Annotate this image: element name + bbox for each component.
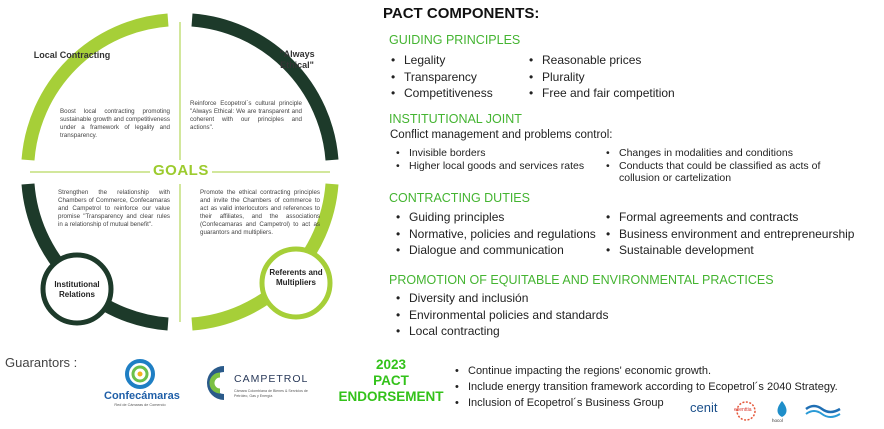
list-item: Business environment and entrepreneurshi… (606, 226, 854, 243)
pact-endorsement-label: 2023 PACT ENDORSEMENT (336, 357, 446, 405)
esenttia-icon (736, 401, 756, 421)
page-title: PACT COMPONENTS: (383, 5, 540, 22)
list-item: Invisible borders (396, 147, 584, 160)
pact-word: PACT (373, 373, 409, 388)
pact-year: 2023 (375, 357, 407, 372)
campetrol-logo: CAMPETROL Cámara Colombiana de Bienes & … (198, 363, 318, 413)
hocol-icon (777, 401, 787, 417)
institutional-relations-circle (40, 252, 114, 326)
quadrant-title-text: "Always Ethical" (279, 49, 315, 70)
institutional-relations-label: Institutional Relations (47, 280, 107, 300)
goals-diagram: Local Contracting "Always Ethical" Boost… (0, 0, 360, 350)
hocol-text: hocol (772, 418, 783, 423)
cenit-logo: cenit (690, 399, 717, 417)
guiding-principles-col1: Legality Transparency Competitiveness (391, 52, 493, 102)
goals-ring (21, 13, 339, 331)
list-item: Reasonable prices (529, 52, 675, 69)
campetrol-name: CAMPETROL (234, 373, 309, 385)
institutional-joint-col1: Invisible borders Higher local goods and… (396, 147, 584, 172)
list-item: Include energy transition framework acco… (455, 379, 838, 395)
waves-logo (804, 401, 844, 426)
pact-endorsement-word: ENDORSEMENT (338, 389, 444, 404)
quadrant-title-text: Local Contracting (33, 50, 111, 60)
confecamaras-logo: Confecámaras Red de Cámaras de Comercio (104, 357, 180, 413)
circle-label-text: Institutional Relations (54, 280, 100, 299)
list-item: Dialogue and communication (396, 242, 596, 259)
section-title-promotion: PROMOTION OF EQUITABLE AND ENVIRONMENTAL… (389, 273, 774, 287)
list-item: Formal agreements and contracts (606, 209, 854, 226)
list-item: Conducts that could be classified as act… (606, 160, 851, 185)
list-item: Local contracting (396, 323, 608, 340)
list-item: Competitiveness (391, 85, 493, 102)
waves-icon (805, 404, 841, 418)
confecamaras-icon (125, 359, 155, 389)
esenttia-logo: esenttia (732, 401, 760, 421)
confecamaras-sub: Red de Cámaras de Comercio (114, 403, 166, 407)
list-item: Legality (391, 52, 493, 69)
list-item: Diversity and inclusión (396, 290, 608, 307)
contracting-duties-col2: Formal agreements and contracts Business… (606, 209, 854, 259)
confecamaras-name: Confecámaras (104, 390, 180, 402)
section-title-guiding-principles: GUIDING PRINCIPLES (389, 33, 521, 47)
list-item: Guiding principles (396, 209, 596, 226)
ring-arc-top-left (21, 13, 169, 161)
list-item: Sustainable development (606, 242, 854, 259)
referents-label: Referents and Multipliers (268, 268, 324, 288)
goals-label: GOALS (153, 162, 209, 179)
contracting-duties-col1: Guiding principles Normative, policies a… (396, 209, 596, 259)
campetrol-sub: Cámara Colombiana de Bienes & Servicios … (234, 389, 308, 398)
list-item: Normative, policies and regulations (396, 226, 596, 243)
esenttia-text: esenttia (734, 407, 752, 413)
list-item: Inclusion of Ecopetrol´s Business Group (455, 395, 838, 411)
endorsement-list: Continue impacting the regions' economic… (455, 363, 838, 411)
list-item: Free and fair competition (529, 85, 675, 102)
quadrant-text-institutional: Strengthen the relationship with Chamber… (58, 189, 170, 228)
quadrant-title-local: Local Contracting (32, 50, 112, 61)
institutional-joint-subtitle: Conflict management and problems control… (390, 129, 613, 141)
promotion-list: Diversity and inclusión Environmental po… (396, 290, 608, 340)
list-item: Environmental policies and standards (396, 307, 608, 324)
quadrant-title-ethical: "Always Ethical" (262, 49, 332, 71)
guiding-principles-col2: Reasonable prices Plurality Free and fai… (529, 52, 675, 102)
group-logos: cenit esenttia hocol (690, 395, 880, 427)
institutional-joint-col2: Changes in modalities and conditions Con… (606, 147, 851, 185)
list-item: Plurality (529, 69, 675, 86)
cenit-text: cenit (690, 400, 718, 415)
ring-arc-top-right (191, 13, 339, 161)
list-item: Transparency (391, 69, 493, 86)
section-title-contracting-duties: CONTRACTING DUTIES (389, 191, 530, 205)
list-item: Changes in modalities and conditions (606, 147, 851, 160)
campetrol-icon (207, 366, 225, 400)
section-title-institutional-joint: INSTITUTIONAL JOINT (389, 112, 522, 126)
referents-circle (259, 246, 333, 320)
hocol-logo: hocol (770, 399, 794, 425)
list-item: Higher local goods and services rates (396, 160, 584, 173)
guarantors-label: Guarantors : (5, 355, 78, 370)
list-item: Continue impacting the regions' economic… (455, 363, 838, 379)
circle-label-text: Referents and Multipliers (269, 268, 323, 287)
quadrant-text-referents: Promote the ethical contracting principl… (200, 189, 320, 236)
quadrant-text-local: Boost local contracting promoting sustai… (60, 108, 170, 139)
quadrant-text-ethical: Reinforce Ecopetrol´s cultural principle… (190, 100, 302, 131)
